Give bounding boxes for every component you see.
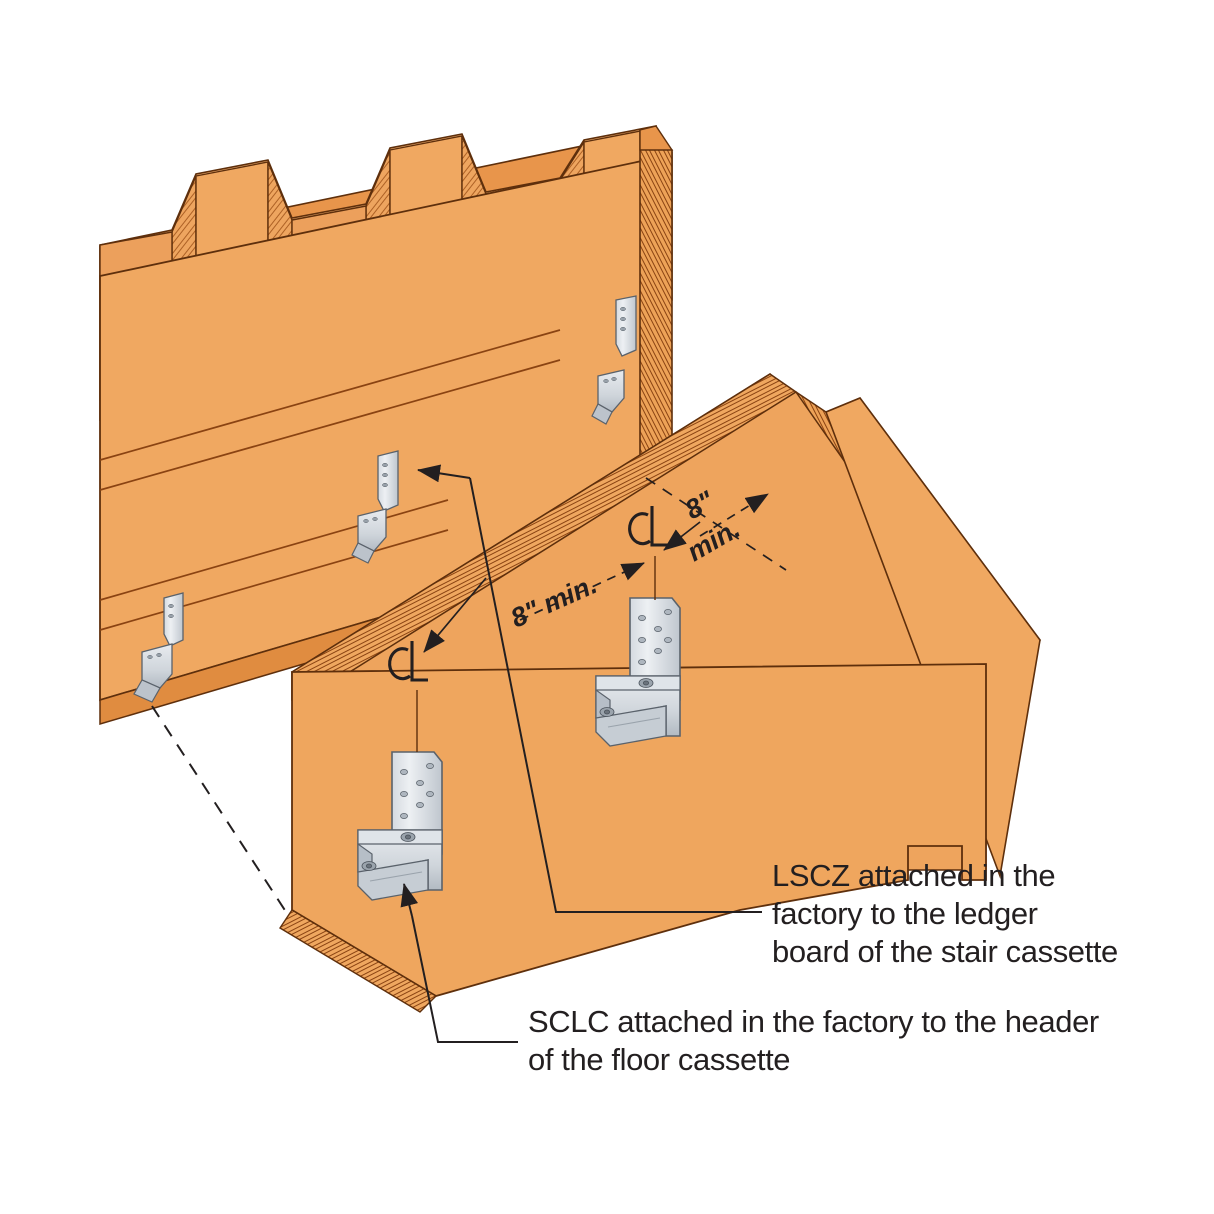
sclc-nail-holes (400, 763, 434, 819)
lscz-seat-flange (351, 542, 375, 564)
sclc-seat-top-flange (357, 829, 443, 845)
leader-sclc (400, 883, 518, 1043)
callout-sclc-line-1: SCLC attached in the factory to the head… (528, 1004, 1099, 1039)
lscz-connector-seat (591, 369, 625, 425)
callout-lscz-line-1: LSCZ attached in the (772, 858, 1055, 893)
dim-arrow-left (519, 562, 645, 621)
lscz-nail-holes (638, 609, 672, 665)
stair-panel-seams (99, 329, 561, 631)
lscz-seat-flange (133, 679, 161, 703)
callout-lscz: LSCZ attached in the factory to the ledg… (772, 858, 1118, 969)
dim-arrow-centerline-right (663, 521, 701, 551)
lscz-nail-holes (147, 653, 162, 659)
dim-arrow-right (699, 493, 769, 537)
callout-lscz-line-2: factory to the ledger (772, 896, 1038, 931)
lscz-connector-seat (351, 508, 387, 564)
centerline-l-glyph (650, 506, 668, 547)
sclc-connector-large-left (357, 751, 443, 901)
centerline-symbol-left (388, 641, 428, 682)
dim-arrow-to-left-centerline (423, 577, 487, 653)
lscz-seat-flange (591, 403, 613, 425)
lscz-connector (377, 450, 399, 512)
lscz-strap-plate (615, 295, 637, 357)
centerline-c-glyph (628, 512, 651, 546)
lscz-seat-nail-holes (599, 678, 654, 717)
lscz-nail-holes (168, 604, 174, 618)
leader-line-lscz (469, 477, 762, 913)
alignment-dashed-line (151, 705, 291, 919)
lscz-nail-holes (382, 462, 388, 488)
centerline-symbol-right (628, 506, 668, 547)
centerline-c-glyph (388, 647, 411, 681)
lscz-strap-plate (163, 592, 184, 647)
dim-extension-dashed-right (645, 477, 787, 571)
lscz-seat-face (595, 705, 667, 747)
lscz-nail-holes (620, 306, 626, 332)
leader-arrow-lscz (417, 464, 471, 483)
leader-line-sclc (411, 915, 518, 1043)
stair-ledger-top (639, 125, 674, 151)
lscz-connector-seat (133, 643, 173, 703)
lscz-nail-holes (603, 377, 617, 383)
lscz-connector (163, 592, 184, 647)
lscz-connector (615, 295, 637, 357)
lscz-strap-plate (377, 450, 399, 512)
lscz-seat-crease (607, 717, 661, 728)
lscz-nail-holes (363, 517, 378, 523)
leader-arrow-sclc (400, 883, 419, 917)
lscz-seat-plate (141, 643, 173, 689)
sclc-seat-nail-holes (361, 832, 416, 871)
lscz-connector-large-right (595, 597, 681, 747)
callout-sclc: SCLC attached in the factory to the head… (528, 1004, 1099, 1077)
callout-sclc-line-2: of the floor cassette (528, 1042, 790, 1077)
lscz-connector-group-stair (133, 295, 637, 703)
sclc-seat-crease (369, 871, 423, 882)
leader-lscz (417, 464, 762, 913)
centerline-l-glyph (410, 641, 428, 682)
floor-cassette-bottom-laminate (279, 909, 438, 1013)
callout-lscz-line-3: board of the stair cassette (772, 934, 1118, 969)
lscz-seat-top-flange (595, 675, 681, 691)
